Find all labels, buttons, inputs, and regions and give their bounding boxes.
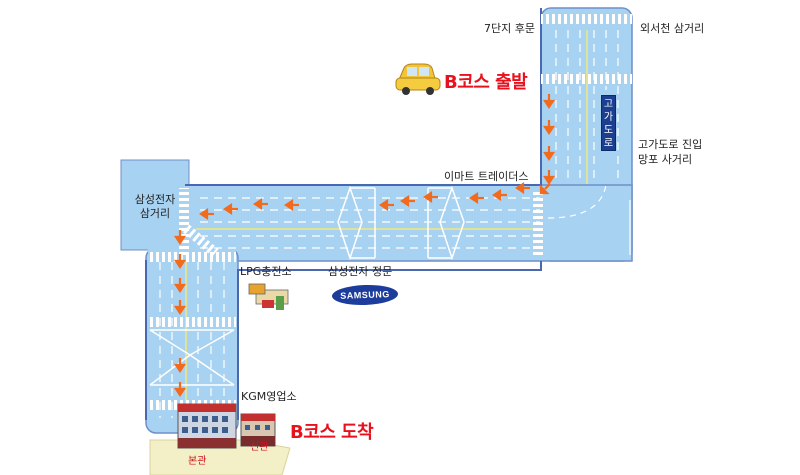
label-emart-traders: 이마트 트레이더스 <box>444 170 529 183</box>
label-mangpo-crossroad: 망포 사거리 <box>638 153 693 166</box>
route-arrow-left <box>492 188 507 202</box>
viaduct-sign-char: 도 <box>603 125 614 136</box>
lane-lines-west <box>159 262 225 418</box>
route-arrow-downleft <box>539 183 551 195</box>
route-arrow-down <box>542 120 556 135</box>
label-viaduct-entry: 고가도로 진입 <box>638 138 703 151</box>
label-oeseocheon-junction: 외서천 삼거리 <box>640 22 705 35</box>
label-samsung-junction-line1: 삼성전자 <box>134 193 176 206</box>
crosswalk <box>179 188 189 258</box>
route-arrow-left <box>379 198 394 212</box>
crosswalk <box>541 14 632 24</box>
viaduct-sign-char: 고 <box>603 99 614 110</box>
crosswalk <box>148 252 236 262</box>
route-arrow-left <box>515 181 530 195</box>
route-arrow-left <box>400 194 415 208</box>
route-arrow-down <box>173 358 187 373</box>
route-arrow-down <box>173 254 187 269</box>
viaduct-sign-char: 가 <box>603 112 614 123</box>
route-arrow-down <box>542 94 556 109</box>
crosswalk <box>541 74 632 84</box>
lpg-station-icon <box>248 283 289 310</box>
route-arrow-left <box>223 202 238 216</box>
viaduct-sign-char: 로 <box>603 138 614 149</box>
route-arrow-down <box>542 146 556 161</box>
lane-lines-east <box>555 30 619 184</box>
viaduct-sign: 고 가 도 로 <box>601 95 616 151</box>
course-arrival-label: B코스 도착 <box>290 422 374 443</box>
route-arrow-down <box>173 278 187 293</box>
label-7th-back-gate: 7단지 후문 <box>484 22 535 35</box>
crosswalk <box>148 317 236 327</box>
label-lpg-station: LPG충전소 <box>240 265 292 278</box>
route-arrow-left <box>469 191 484 205</box>
route-arrow-left <box>253 197 268 211</box>
new-building-icon <box>240 413 276 447</box>
main-building-icon <box>177 403 237 449</box>
route-arrows <box>173 94 556 397</box>
route-arrow-down <box>173 300 187 315</box>
route-arrow-down <box>173 382 187 397</box>
label-main-building: 본관 <box>188 456 207 467</box>
route-arrow-down <box>173 230 187 245</box>
intersection-markings <box>149 185 465 386</box>
car-icon <box>395 63 441 95</box>
route-arrow-left <box>284 198 299 212</box>
crosswalk <box>533 190 543 256</box>
route-arrow-down <box>542 170 556 185</box>
label-samsung-main-gate: 삼성전자 정문 <box>328 265 393 278</box>
course-start-label: B코스 출발 <box>444 72 528 93</box>
label-new-building: 신관 <box>250 442 269 453</box>
label-samsung-junction-line2: 삼거리 <box>139 207 171 220</box>
label-kgm-sales: KGM영업소 <box>241 390 297 403</box>
route-arrow-left <box>423 190 438 204</box>
crosswalk-diagonal <box>181 223 219 257</box>
route-arrow-left <box>199 207 214 221</box>
